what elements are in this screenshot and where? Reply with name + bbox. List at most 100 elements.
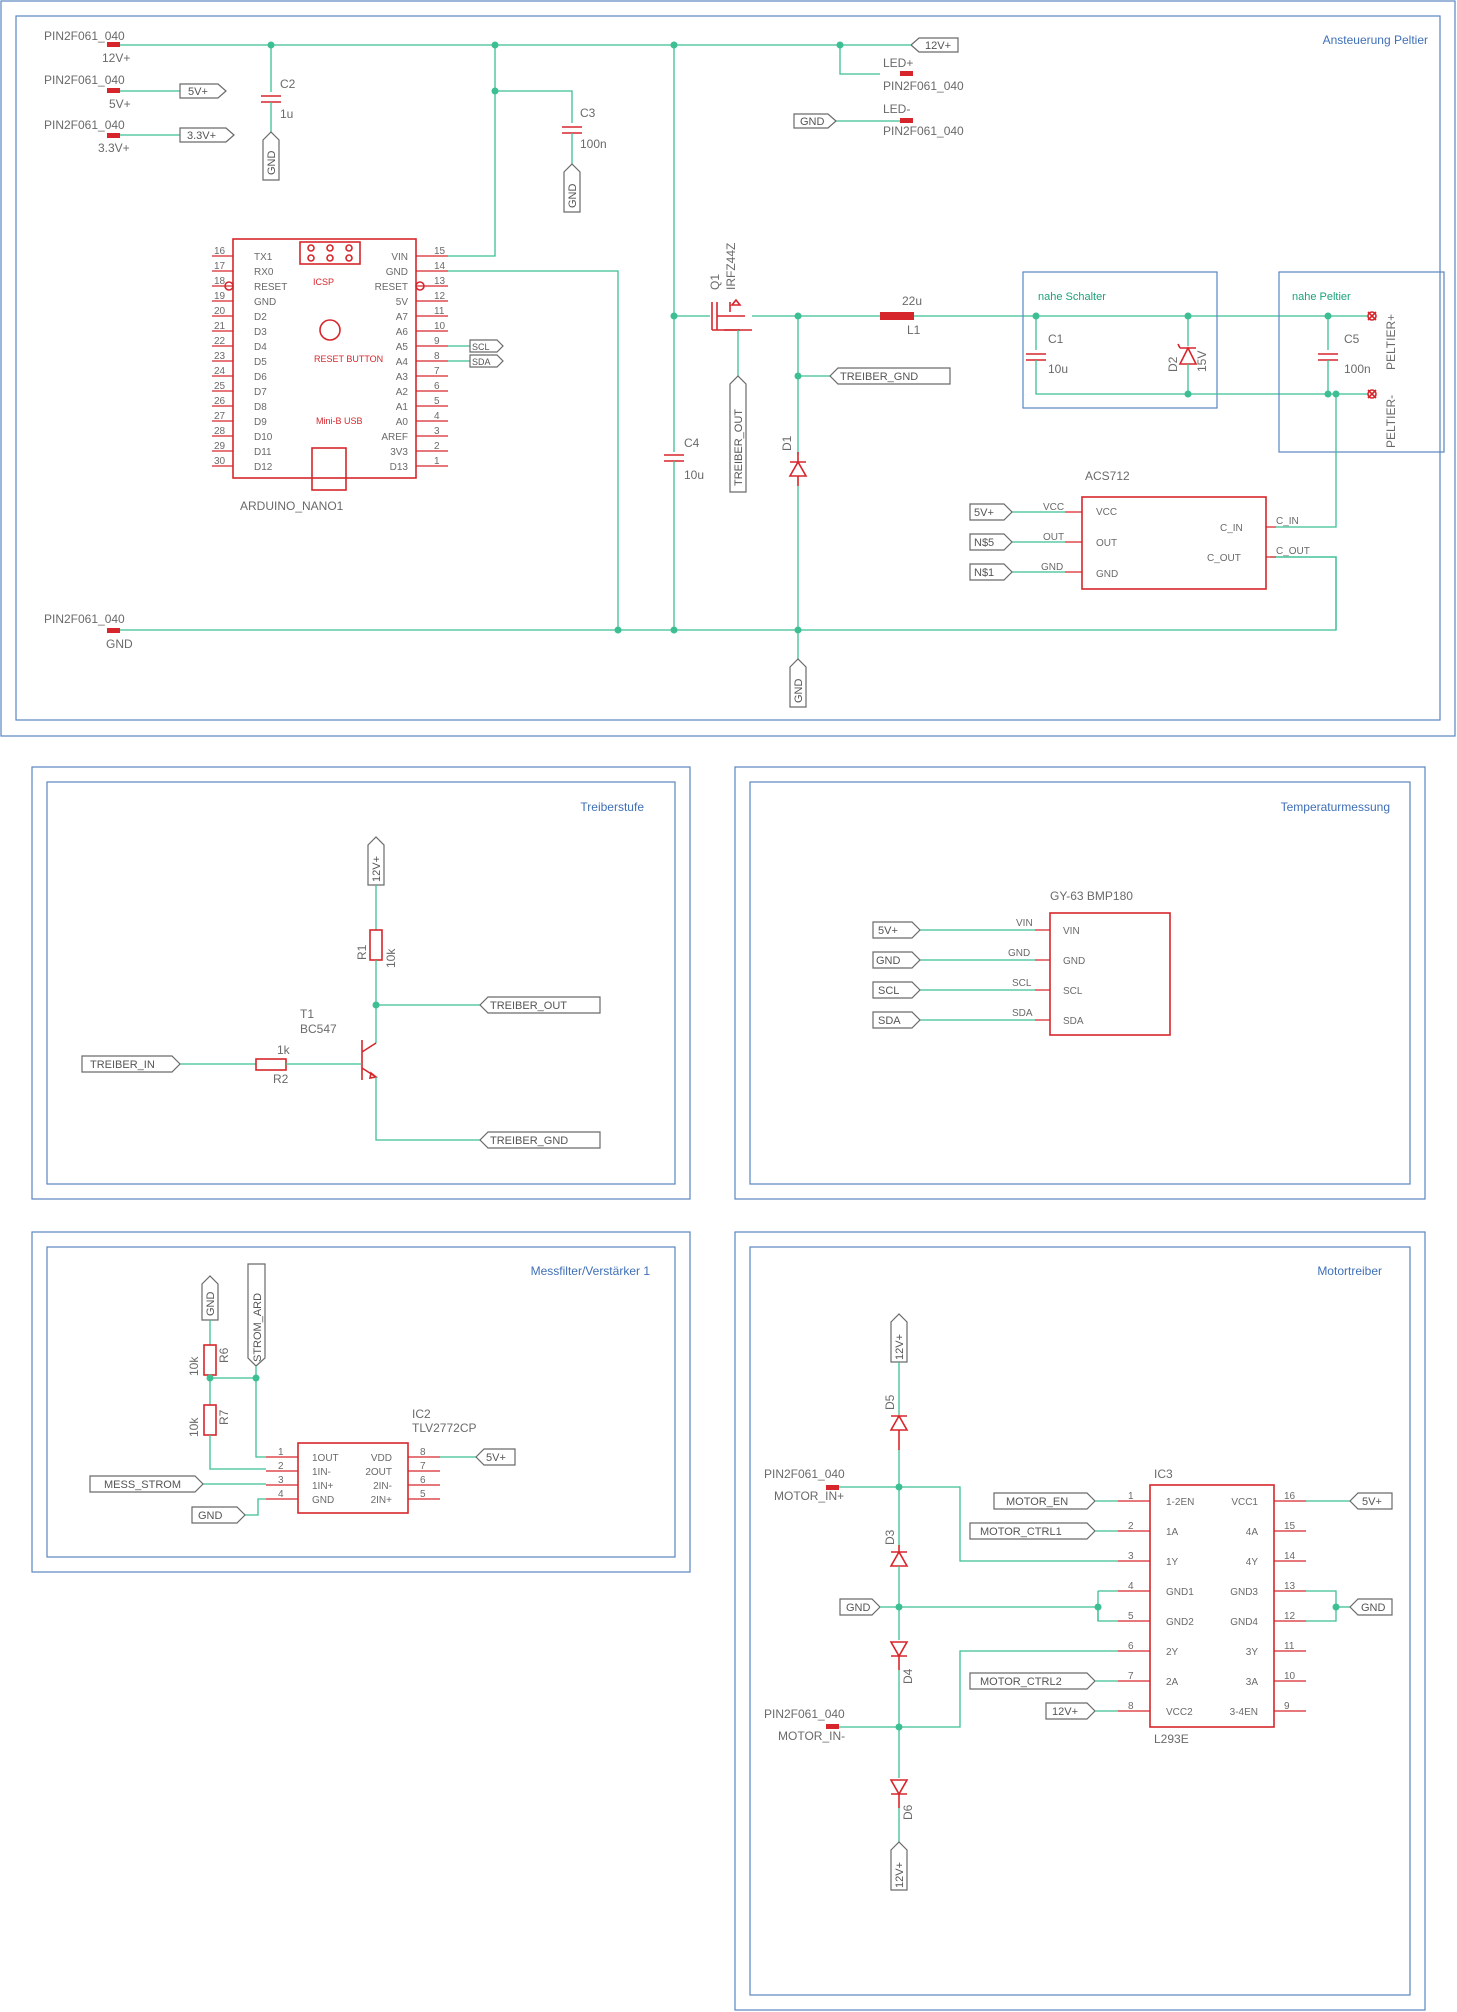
net-treiber-out-q1: TREIBER_OUT	[729, 375, 747, 493]
svg-text:D5: D5	[883, 1394, 897, 1410]
pin-name: 3V3	[390, 447, 408, 458]
svg-text:GND: GND	[1063, 956, 1085, 967]
active-low-mark	[224, 281, 234, 291]
pin-name: 3A	[1246, 1677, 1259, 1688]
pin-name: 2IN+	[371, 1495, 393, 1506]
svg-text:R1: R1	[355, 944, 369, 960]
pin-name: D2	[254, 312, 267, 323]
svg-text:C4: C4	[684, 436, 700, 450]
svg-text:GND: GND	[793, 679, 805, 704]
pin-name: D13	[390, 462, 409, 473]
net-treiber-gnd-top: TREIBER_GND	[798, 367, 951, 385]
pin-name: 1-2EN	[1166, 1497, 1194, 1508]
svg-text:ACS712: ACS712	[1085, 469, 1130, 483]
svg-text:GND: GND	[198, 1510, 223, 1522]
pin-name: D10	[254, 432, 273, 443]
svg-text:PIN2F061_040: PIN2F061_040	[44, 612, 125, 626]
svg-text:nahe Peltier: nahe Peltier	[1292, 291, 1351, 303]
pin-number: 6	[420, 1475, 426, 1486]
pin-number: 12	[434, 291, 446, 302]
svg-text:GND: GND	[1041, 562, 1063, 573]
gnd-bus: PIN2F061_040 GND	[44, 270, 1337, 651]
pin-number: 5	[1128, 1611, 1134, 1622]
pin-name: A7	[396, 312, 409, 323]
svg-text:STROM_ARD: STROM_ARD	[252, 1293, 264, 1362]
svg-text:GND: GND	[846, 1602, 871, 1614]
svg-text:5V+: 5V+	[486, 1452, 506, 1464]
pin-name: AREF	[381, 432, 408, 443]
net-motor-ctrl1: MOTOR_CTRL1	[969, 1522, 1118, 1540]
pin-number: 28	[214, 426, 226, 437]
pin-number: 11	[434, 306, 445, 317]
svg-text:10u: 10u	[684, 468, 704, 482]
frame-nahe-schalter: nahe Schalter C1 10u D2 15V	[1022, 271, 1368, 409]
pin-name: VDD	[371, 1453, 392, 1464]
svg-text:MOTOR_CTRL2: MOTOR_CTRL2	[980, 1676, 1062, 1688]
l293-ic3: IC3 L293E 11-2EN21A31Y4GND15GND262Y72A8V…	[1118, 1467, 1350, 1746]
svg-text:N$1: N$1	[974, 567, 994, 579]
svg-text:SDA: SDA	[472, 357, 491, 367]
pin-name: 2Y	[1166, 1647, 1179, 1658]
pin-number: 30	[214, 456, 226, 467]
inductor-l1: 22u L1	[798, 294, 1368, 337]
svg-text:nahe Schalter: nahe Schalter	[1038, 291, 1106, 303]
pin-name: GND	[254, 297, 276, 308]
pin-number: 14	[434, 261, 446, 272]
net-gnd-r6: GND	[201, 1275, 219, 1321]
frame-nahe-peltier: nahe Peltier C5 100n PELTIER+ PELTIER-	[1278, 271, 1445, 453]
pin-name: 1OUT	[312, 1453, 339, 1464]
pin-number: 7	[1128, 1671, 1134, 1682]
svg-text:10u: 10u	[1048, 362, 1068, 376]
svg-text:GND: GND	[266, 151, 278, 176]
net-12v-top: 12V+	[670, 37, 959, 75]
svg-text:SCL: SCL	[878, 985, 899, 997]
svg-text:10k: 10k	[187, 1356, 201, 1376]
svg-text:OUT: OUT	[1096, 538, 1117, 549]
pin-name: GND4	[1230, 1617, 1258, 1628]
net-scl-ard: SCL	[448, 339, 504, 353]
svg-text:D4: D4	[901, 1668, 915, 1684]
pin-number: 6	[434, 381, 440, 392]
svg-text:12V+: 12V+	[925, 40, 951, 52]
pin-name: 1Y	[1166, 1557, 1179, 1568]
svg-text:SDA: SDA	[1012, 1008, 1033, 1019]
svg-text:R7: R7	[217, 1409, 231, 1425]
svg-text:10k: 10k	[187, 1417, 201, 1437]
pin-number: 25	[214, 381, 226, 392]
svg-text:MESS_STROM: MESS_STROM	[104, 1479, 181, 1491]
capacitor-c4: C4 10u	[664, 45, 704, 630]
svg-text:L293E: L293E	[1154, 1732, 1189, 1746]
net-3v3: 3.3V+	[179, 127, 235, 143]
net-n1-acs: N$1	[969, 563, 1013, 581]
pin-number: 4	[278, 1489, 284, 1500]
net-gnd-ic2: GND	[191, 1506, 246, 1524]
svg-text:100n: 100n	[1344, 362, 1371, 376]
ic2-wiring	[203, 1366, 266, 1516]
pin-name: 1IN+	[312, 1481, 334, 1492]
svg-text:TREIBER_OUT: TREIBER_OUT	[490, 1000, 567, 1012]
net-gnd-motor-right: GND	[1349, 1598, 1393, 1616]
svg-text:GND: GND	[1008, 948, 1030, 959]
pin-number: 20	[214, 306, 226, 317]
svg-text:C_OUT: C_OUT	[1207, 553, 1241, 564]
svg-text:SCL: SCL	[1063, 986, 1083, 997]
pin-name: 5V	[396, 297, 409, 308]
svg-text:5V+: 5V+	[188, 86, 208, 98]
pin-number: 8	[434, 351, 440, 362]
pin-number: 23	[214, 351, 226, 362]
pin-number: 4	[1128, 1581, 1134, 1592]
pin-number: 22	[214, 336, 226, 347]
pin-number: 17	[214, 261, 226, 272]
svg-text:VCC: VCC	[1096, 507, 1117, 518]
diode-d5: D5	[883, 1362, 909, 1487]
pin-number: 6	[1128, 1641, 1134, 1652]
pin-name: D12	[254, 462, 273, 473]
mosfet-q1: Q1 IRFZ44Z	[674, 243, 798, 376]
svg-text:C5: C5	[1344, 332, 1360, 346]
svg-text:C_IN: C_IN	[1220, 523, 1243, 534]
pin-number: 8	[420, 1447, 426, 1458]
frame-treiber: Treiberstufe	[31, 766, 691, 1200]
net-scl-bmp: SCL	[872, 981, 921, 999]
